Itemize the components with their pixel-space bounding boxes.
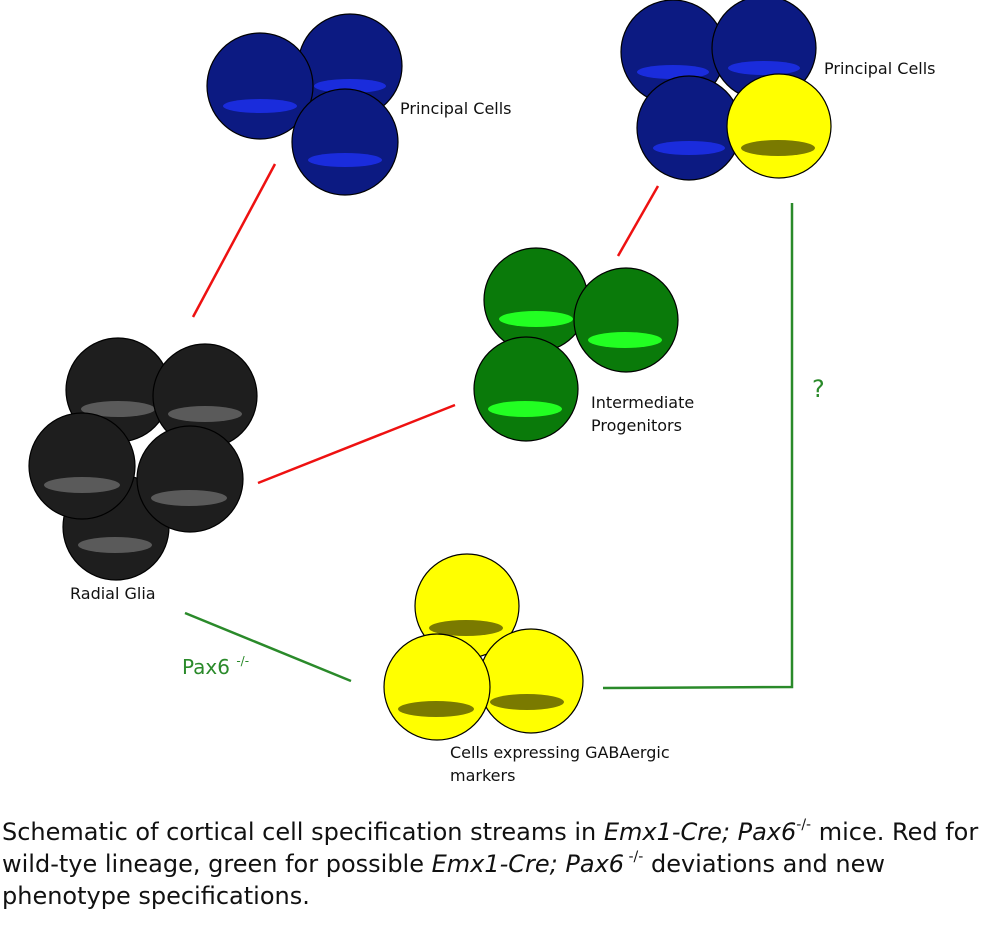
cell-radial-glia — [136, 425, 244, 533]
cell-gaba — [478, 628, 584, 734]
cell-gaba — [414, 553, 520, 659]
caption-text-part1: Schematic of cortical cell specification… — [2, 818, 604, 846]
glia-to-gaba-line — [184, 611, 352, 683]
question-mark-label: ? — [812, 375, 825, 403]
intermediate-to-principal-right-line — [616, 185, 660, 257]
principal-cells-left-cluster — [206, 13, 403, 196]
mutant-connections — [184, 203, 794, 690]
gaba-cells-label-line2: markers — [450, 766, 515, 785]
radial-glia-cluster — [28, 337, 258, 581]
cell-principal — [206, 32, 314, 140]
lineage-diagram: Principal Cells Principal Cells — [28, 0, 936, 785]
principal-cells-right-cluster — [620, 0, 832, 181]
cell-gaba — [383, 633, 491, 741]
gaba-to-principal-right-line — [602, 203, 794, 690]
glia-to-intermediate-line — [257, 403, 456, 485]
cell-principal — [291, 88, 399, 196]
principal-cells-right-label: Principal Cells — [824, 59, 936, 78]
cell-progenitor — [473, 336, 579, 442]
gabaergic-cells-cluster — [383, 553, 584, 741]
intermediate-progenitors-label-line1: Intermediate — [591, 393, 694, 412]
caption-text-part3: deviations and new phenotype specificati… — [2, 850, 886, 910]
wildtype-connections — [191, 163, 660, 485]
figure-caption: Schematic of cortical cell specification… — [2, 816, 998, 912]
cell-gaba — [726, 73, 832, 179]
intermediate-progenitors-cluster — [473, 247, 679, 442]
cell-progenitor — [573, 267, 679, 373]
intermediate-progenitors-label-line2: Progenitors — [591, 416, 682, 435]
principal-cells-left-label: Principal Cells — [400, 99, 512, 118]
cell-radial-glia — [28, 412, 136, 520]
cell-progenitor — [483, 247, 589, 353]
caption-superscript-1: -/- — [796, 817, 812, 833]
caption-superscript-2: -/- — [624, 849, 644, 865]
gaba-cells-label-line1: Cells expressing GABAergic — [450, 743, 670, 762]
caption-text-part2: mice. Red for wild-tye lineage, green fo… — [2, 818, 979, 878]
pax6-label-superscript: -/- — [236, 654, 249, 668]
caption-gene-2: Emx1-Cre; Pax6 — [431, 850, 625, 878]
cell-principal — [297, 13, 403, 119]
glia-to-principal-left-line — [191, 163, 277, 318]
pax6-label-base: Pax6 — [182, 655, 230, 679]
cell-radial-glia — [152, 343, 258, 449]
cell-principal — [636, 75, 742, 181]
caption-gene-1: Emx1-Cre; Pax6 — [603, 818, 797, 846]
radial-glia-label: Radial Glia — [70, 584, 156, 603]
pax6-label: Pax6 -/- — [182, 654, 249, 679]
